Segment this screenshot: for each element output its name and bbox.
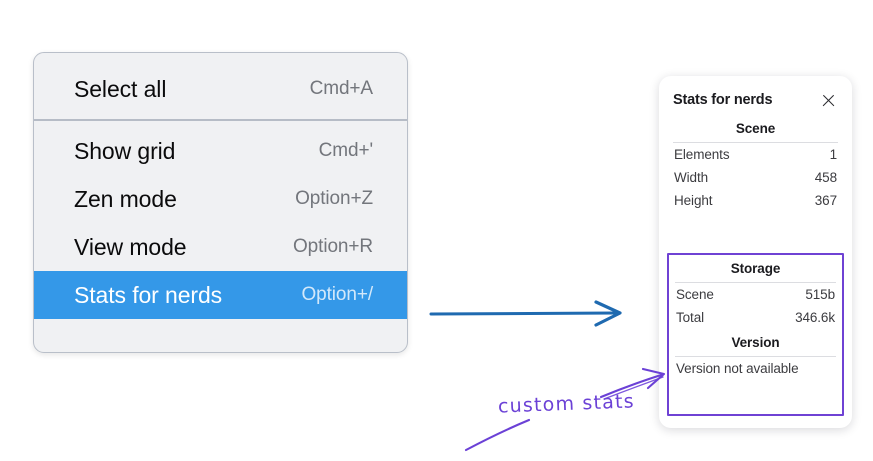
menu-item-shortcut: Option+/: [301, 284, 373, 305]
stat-value: 1: [829, 147, 838, 162]
stat-row-height: Height 367: [671, 189, 840, 212]
stat-row-width: Width 458: [671, 166, 840, 189]
stat-value: 346.6k: [795, 310, 835, 325]
stat-key: Width: [674, 170, 709, 185]
section-rule: [675, 282, 836, 283]
stats-for-nerds-panel: Stats for nerds Scene Elements 1 Width 4…: [659, 76, 852, 428]
section-rule: [675, 356, 836, 357]
stat-key: Height: [674, 193, 713, 208]
version-value: Version not available: [676, 361, 799, 376]
menu-item-label: Show grid: [74, 137, 176, 164]
menu-group-view: Show grid Cmd+' Zen mode Option+Z View m…: [34, 121, 407, 319]
context-menu: Select all Cmd+A Show grid Cmd+' Zen mod…: [33, 52, 408, 353]
stat-row-elements: Elements 1: [671, 143, 840, 166]
custom-stats-annotation-label: custom stats: [497, 390, 636, 418]
blue-arrow-icon: [429, 300, 622, 327]
stat-value: 515b: [805, 287, 835, 302]
stat-key: Elements: [674, 147, 730, 162]
menu-item-label: View mode: [74, 233, 187, 260]
section-heading-version: Version: [731, 335, 780, 350]
menu-item-label: Stats for nerds: [74, 281, 223, 308]
menu-item-stats-for-nerds[interactable]: Stats for nerds Option+/: [34, 271, 407, 319]
stat-row-storage-scene: Scene 515b: [673, 283, 838, 306]
section-heading-storage: Storage: [730, 261, 781, 276]
menu-divider: [34, 119, 407, 121]
section-heading-scene: Scene: [735, 121, 776, 136]
menu-item-shortcut: Cmd+A: [309, 78, 373, 99]
menu-group-selection: Select all Cmd+A: [34, 53, 407, 119]
menu-item-view-mode[interactable]: View mode Option+R: [34, 223, 407, 271]
stat-value: 367: [814, 193, 837, 208]
section-rule: [673, 142, 838, 143]
stats-panel-title: Stats for nerds: [673, 92, 773, 108]
stat-key: Scene: [676, 287, 714, 302]
menu-item-shortcut: Cmd+': [318, 140, 373, 161]
menu-item-shortcut: Option+Z: [295, 188, 373, 209]
custom-stats-region: Storage Scene 515b Total 346.6k Version …: [667, 253, 844, 416]
menu-item-select-all[interactable]: Select all Cmd+A: [34, 53, 407, 119]
menu-item-show-grid[interactable]: Show grid Cmd+': [34, 127, 407, 175]
purple-underline-stroke: [464, 418, 531, 452]
stat-key: Total: [676, 310, 705, 325]
stat-value: 458: [814, 170, 837, 185]
menu-item-label: Zen mode: [74, 185, 177, 212]
stat-row-storage-total: Total 346.6k: [673, 306, 838, 329]
menu-item-shortcut: Option+R: [293, 236, 373, 257]
menu-item-label: Select all: [74, 75, 167, 102]
stats-panel-header: Stats for nerds: [671, 87, 840, 113]
close-icon[interactable]: [820, 92, 837, 109]
menu-item-zen-mode[interactable]: Zen mode Option+Z: [34, 175, 407, 223]
